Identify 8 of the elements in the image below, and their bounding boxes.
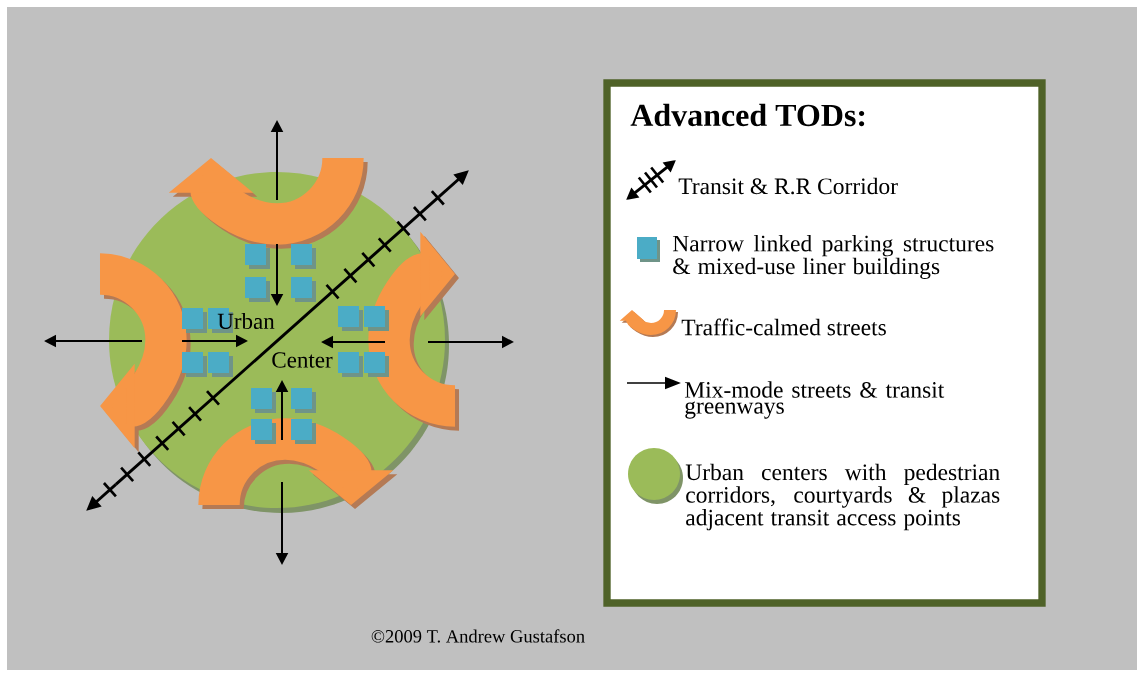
legend-text: Mix-mode streets & transit greenways: [684, 381, 945, 419]
legend-text: Narrow linked parking structures & mixed-use liner buildings: [672, 234, 994, 279]
place-label: Center: [272, 352, 333, 368]
legend-text: Urban centers with pedestrian corridors, courtyards & plazas adjacent transit access points: [685, 463, 1000, 531]
legend-text: Traffic-calmed streets: [681, 318, 886, 336]
legend-text: Transit & R.R Corridor: [678, 177, 898, 195]
legend-title: Advanced TODs:: [630, 103, 865, 127]
copyright-caption: ©2009 T. Andrew Gustafson: [371, 629, 585, 643]
